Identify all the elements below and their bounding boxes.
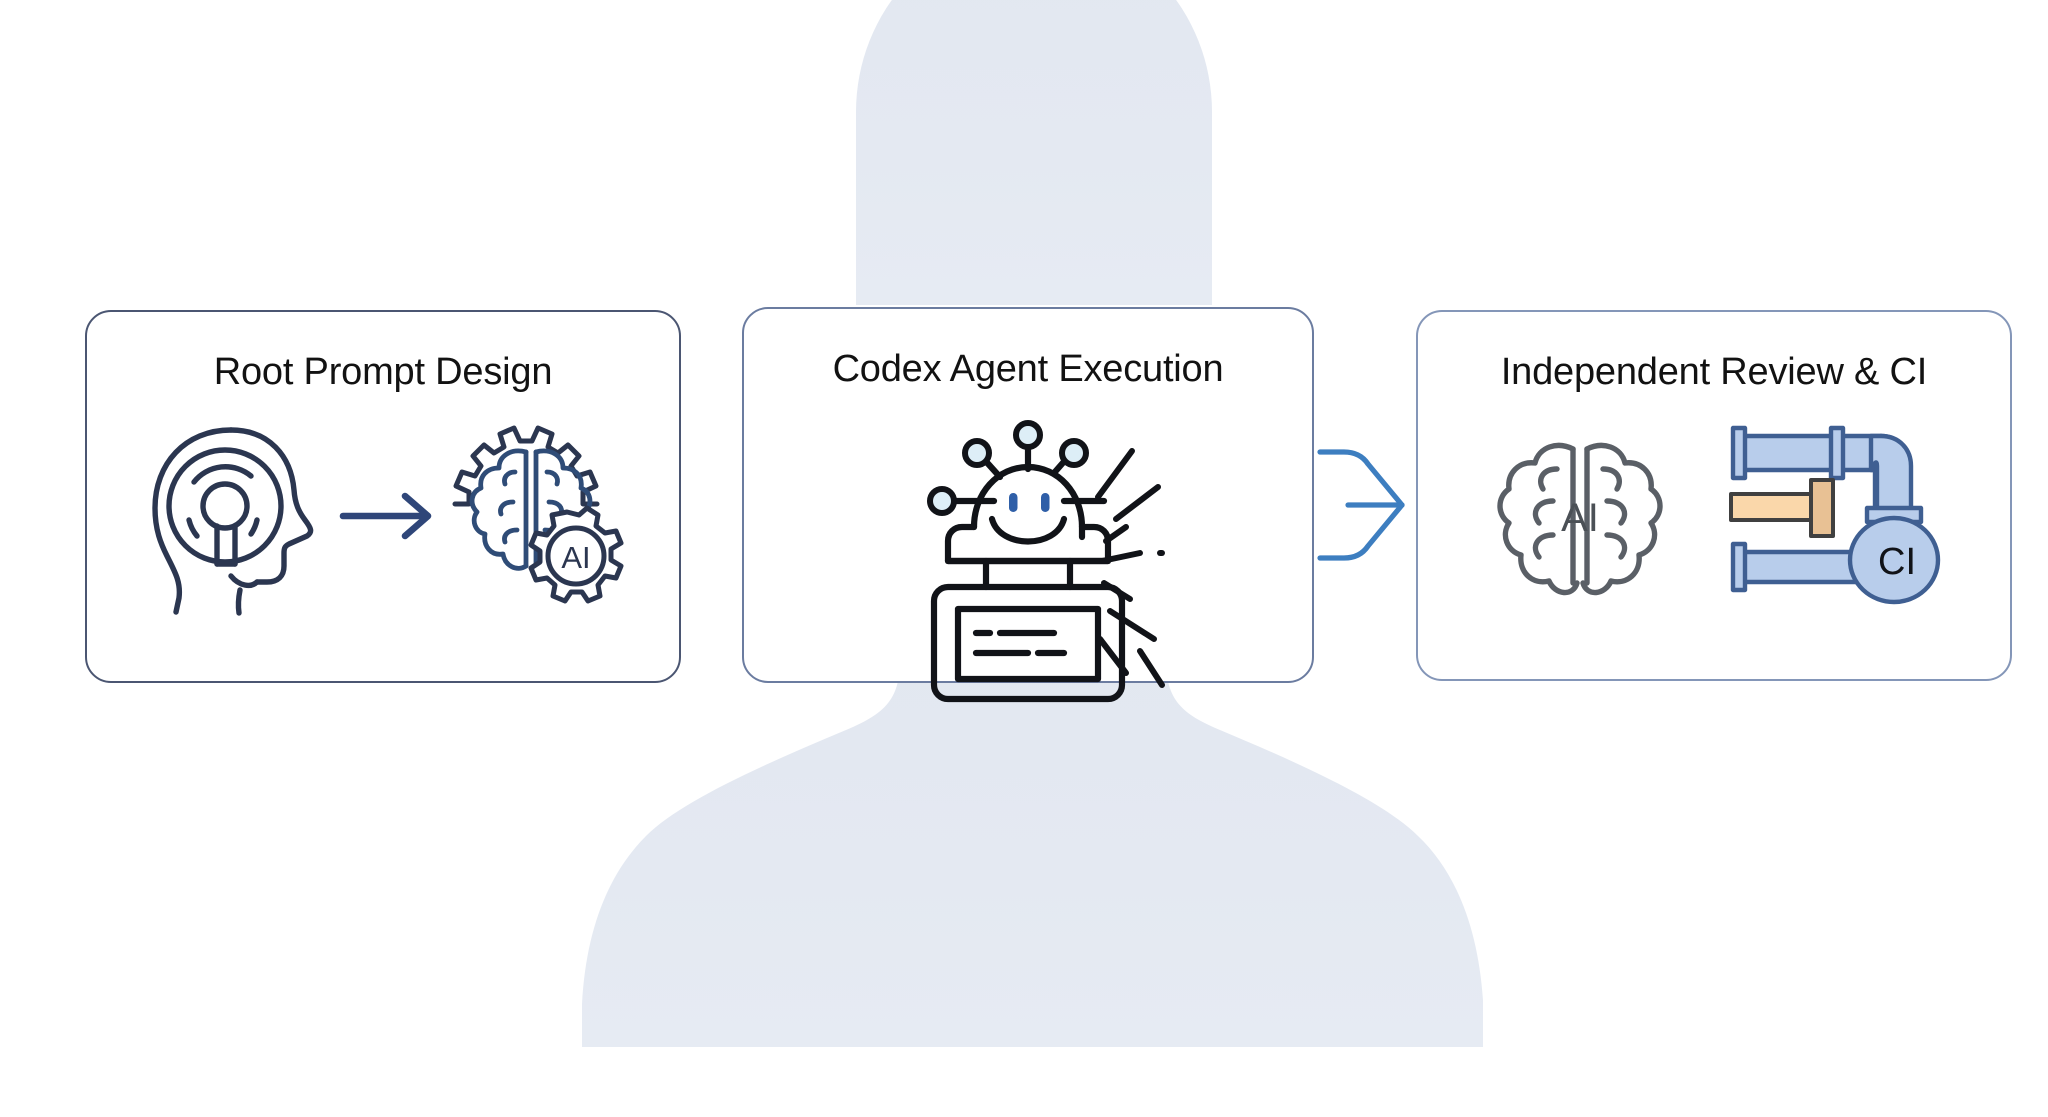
- ai-gear-label: AI: [561, 540, 590, 575]
- card-title-codex-agent-execution: Codex Agent Execution: [832, 348, 1224, 390]
- card-root-prompt-design[interactable]: Root Prompt Design: [85, 310, 681, 683]
- ci-flask-label: CI: [1878, 541, 1916, 583]
- card-independent-review-ci[interactable]: Independent Review & CI: [1416, 310, 2012, 681]
- card-2-icon-group: [744, 401, 1312, 703]
- card-3-icon-group: AI: [1418, 412, 2010, 622]
- merge-arrow-card2-to-card3: [1317, 449, 1405, 561]
- brain-ai-icon: AI: [1496, 442, 1663, 596]
- head-fingerprint-icon: [152, 427, 314, 616]
- card-codex-agent-execution[interactable]: Codex Agent Execution: [742, 307, 1314, 703]
- card-title-independent-review-ci: Independent Review & CI: [1500, 351, 1928, 393]
- ai-brain-label: AI: [1561, 496, 1599, 540]
- brain-gear-ai-icon: AI: [452, 425, 624, 604]
- card-1-icon-group: AI: [87, 416, 679, 616]
- robot-terminal-icon: [927, 420, 1165, 703]
- arrow-right-icon: [339, 492, 432, 540]
- ci-pipeline-flask-icon: CI: [1728, 425, 1940, 605]
- card-title-root-prompt-design: Root Prompt Design: [213, 351, 553, 393]
